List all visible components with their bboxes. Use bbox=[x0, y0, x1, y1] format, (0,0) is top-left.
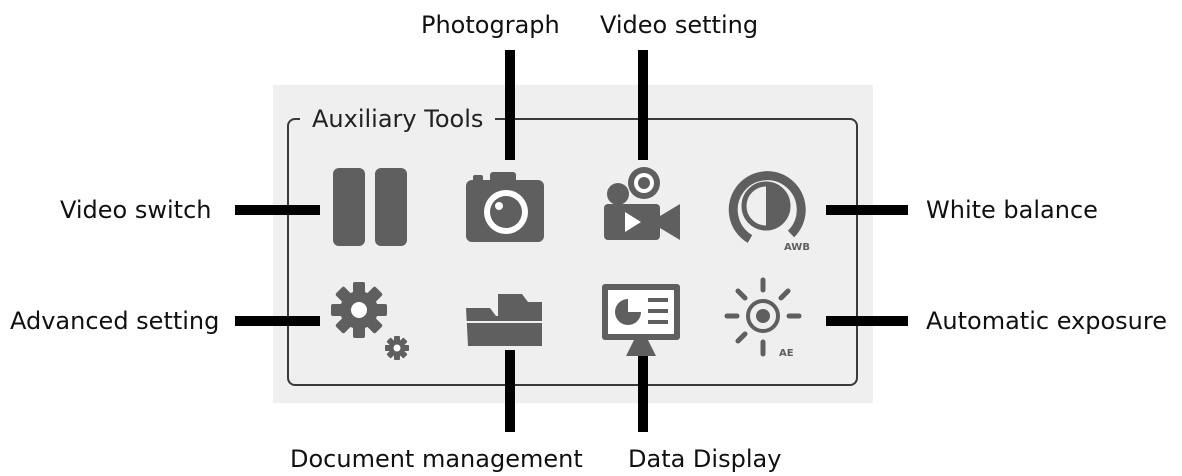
leader-video-setting bbox=[638, 50, 648, 160]
label-automatic-exposure: Automatic exposure bbox=[926, 307, 1167, 335]
label-advanced-setting: Advanced setting bbox=[10, 307, 220, 335]
leader-advanced-setting bbox=[235, 316, 320, 326]
video-setting-button[interactable] bbox=[596, 162, 686, 252]
panel-title: Auxiliary Tools bbox=[300, 103, 496, 135]
video-camera-icon bbox=[604, 167, 680, 240]
auxiliary-tools-frame bbox=[287, 118, 858, 386]
leader-document-management bbox=[505, 350, 515, 432]
label-photograph: Photograph bbox=[421, 11, 560, 39]
label-data-display: Data Display bbox=[628, 445, 782, 473]
data-display-icon bbox=[602, 284, 680, 356]
leader-data-display bbox=[638, 352, 648, 432]
leader-automatic-exposure bbox=[826, 316, 908, 326]
leader-white-balance bbox=[826, 205, 908, 215]
leader-video-switch bbox=[235, 205, 320, 215]
leader-photograph bbox=[505, 50, 515, 160]
exposure-icon: AE bbox=[724, 277, 802, 359]
ae-caption: AE bbox=[779, 348, 794, 359]
pause-icon bbox=[333, 168, 407, 246]
video-switch-button[interactable] bbox=[325, 162, 415, 252]
data-display-button[interactable] bbox=[596, 276, 686, 366]
document-management-button[interactable] bbox=[460, 276, 550, 366]
label-video-setting: Video setting bbox=[600, 11, 759, 39]
white-balance-icon: AWB bbox=[728, 171, 810, 252]
automatic-exposure-button[interactable]: AE bbox=[721, 276, 811, 366]
white-balance-button[interactable]: AWB bbox=[721, 162, 811, 252]
folder-icon bbox=[466, 294, 542, 346]
photograph-button[interactable] bbox=[460, 162, 550, 252]
awb-caption: AWB bbox=[784, 242, 810, 252]
gear-icon bbox=[331, 282, 409, 360]
label-white-balance: White balance bbox=[926, 196, 1098, 224]
camera-icon bbox=[466, 172, 544, 242]
advanced-setting-button[interactable] bbox=[325, 276, 415, 366]
auxiliary-tools-panel bbox=[273, 85, 873, 403]
label-video-switch: Video switch bbox=[60, 196, 212, 224]
label-document-management: Document management bbox=[290, 445, 583, 473]
